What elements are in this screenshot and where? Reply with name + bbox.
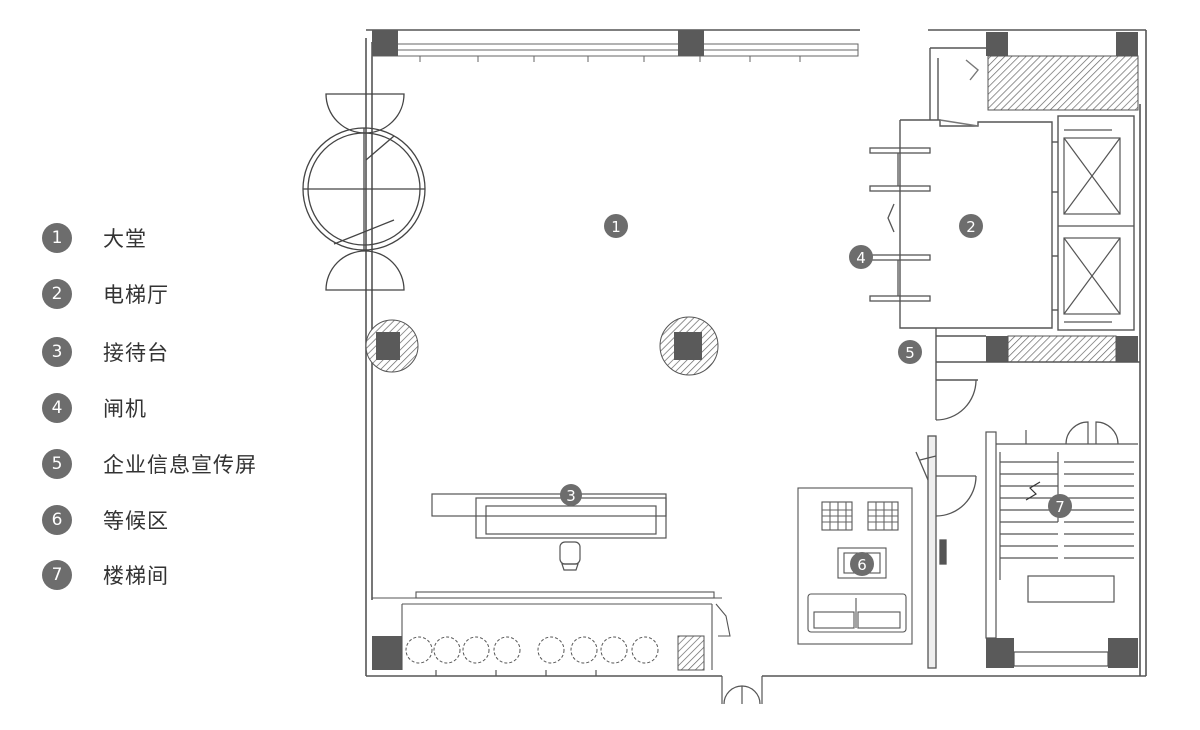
info-screen-wall bbox=[915, 379, 977, 669]
map-badge-label: 4 bbox=[856, 249, 866, 267]
map-badge-label: 1 bbox=[611, 218, 621, 236]
map-badge-4: 4 bbox=[849, 245, 873, 269]
legend-label: 大堂 bbox=[103, 227, 147, 251]
legend-number-badge: 3 bbox=[42, 337, 72, 367]
map-badge-label: 7 bbox=[1055, 498, 1065, 516]
map-badge-3: 3 bbox=[560, 484, 582, 506]
entrance-doors bbox=[435, 670, 763, 705]
map-badge-label: 2 bbox=[966, 218, 976, 236]
map-badge-5: 5 bbox=[898, 340, 922, 364]
legend-label: 楼梯间 bbox=[103, 564, 169, 588]
legend-item-waiting-area: 6 等候区 bbox=[42, 504, 169, 536]
map-badge-label: 6 bbox=[857, 556, 867, 574]
legend-number-badge: 2 bbox=[42, 279, 72, 309]
legend-label: 等候区 bbox=[103, 509, 169, 533]
map-badge-1: 1 bbox=[604, 214, 628, 238]
gates bbox=[869, 147, 931, 302]
map-badge-2: 2 bbox=[959, 214, 983, 238]
waiting-area bbox=[797, 487, 913, 645]
legend-item-info-screen: 5 企业信息宣传屏 bbox=[42, 448, 257, 480]
revolving-door bbox=[302, 93, 426, 291]
map-badge-label: 5 bbox=[905, 344, 915, 362]
legend-item-reception-desk: 3 接待台 bbox=[42, 336, 169, 368]
hatched-areas bbox=[677, 55, 1139, 671]
outer-walls bbox=[365, 29, 1147, 677]
plants bbox=[405, 636, 659, 664]
elevator-cars bbox=[1058, 129, 1134, 323]
legend-item-stairwell: 7 楼梯间 bbox=[42, 559, 169, 591]
legend-item-lobby: 1 大堂 bbox=[42, 222, 147, 254]
legend-number-badge: 5 bbox=[42, 449, 72, 479]
legend-label: 接待台 bbox=[103, 341, 169, 365]
legend-item-gate: 4 闸机 bbox=[42, 392, 147, 424]
legend-number-badge: 1 bbox=[42, 223, 72, 253]
round-columns bbox=[365, 316, 719, 376]
map-badge-6: 6 bbox=[850, 552, 874, 576]
legend-item-elevator-hall: 2 电梯厅 bbox=[42, 278, 169, 310]
legend-number-badge: 4 bbox=[42, 393, 72, 423]
map-badge-label: 3 bbox=[566, 487, 576, 505]
legend-number-badge: 6 bbox=[42, 505, 72, 535]
columns bbox=[372, 30, 1138, 670]
legend-label: 企业信息宣传屏 bbox=[103, 453, 257, 477]
planter-strip bbox=[372, 591, 731, 670]
elevator-hall bbox=[899, 47, 1140, 381]
legend-label: 电梯厅 bbox=[103, 283, 169, 307]
legend-label: 闸机 bbox=[103, 397, 147, 421]
map-badge-7: 7 bbox=[1048, 494, 1072, 518]
legend-number-badge: 7 bbox=[42, 560, 72, 590]
